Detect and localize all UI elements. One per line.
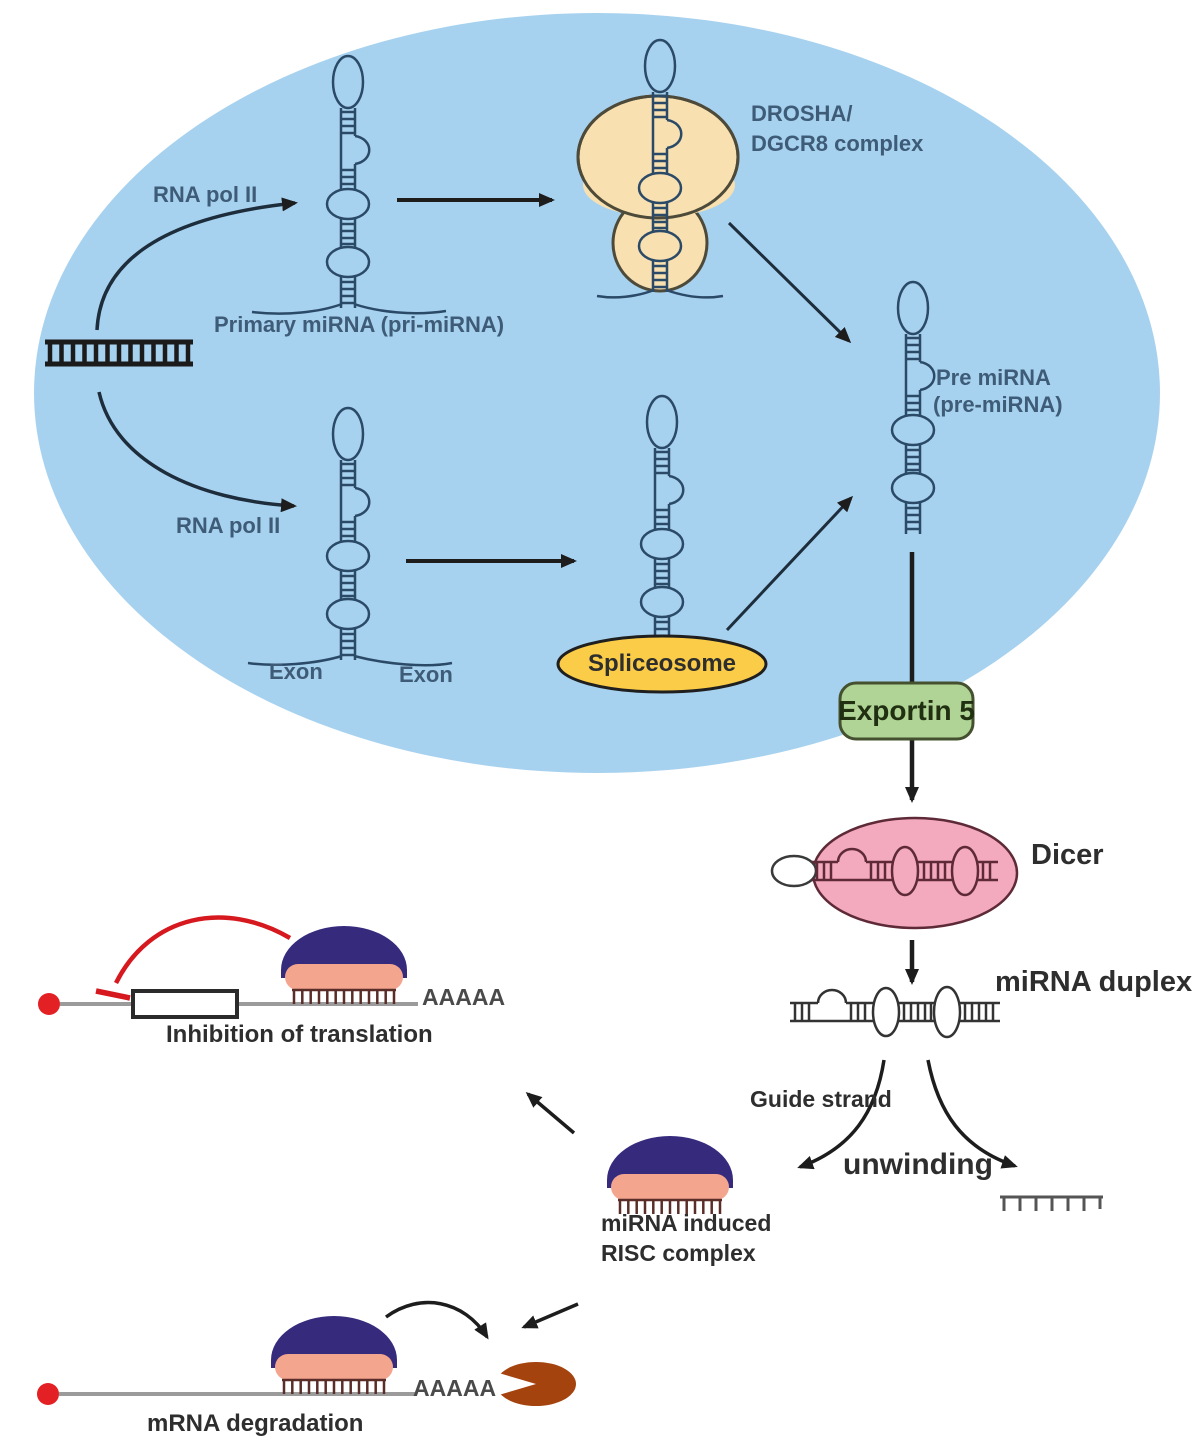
- label-primary-mirna: Primary miRNA (pri-miRNA): [214, 312, 505, 337]
- arrow-unwinding-left: [797, 1059, 886, 1170]
- mrna-cap-degradation: [37, 1383, 59, 1405]
- label-risc-line2: RISC complex: [601, 1240, 756, 1266]
- dna-double-strand: [45, 339, 193, 367]
- pri-mirna-flanking-strands: [251, 302, 447, 315]
- inhibition-of-translation-group: [38, 915, 418, 1019]
- label-unwinding: unwinding: [843, 1148, 993, 1181]
- dicer-complex: [770, 816, 1019, 930]
- arrow-spliceosome-to-premirna: [725, 495, 854, 632]
- label-spliceosome: Spliceosome: [587, 650, 737, 677]
- dicer-duplex-bulge-2: [950, 845, 980, 897]
- label-drosha-line2: DGCR8 complex: [751, 131, 924, 156]
- risc-on-mrna-inhibition: [279, 924, 409, 1006]
- label-rna-pol-ii-top: RNA pol II: [153, 182, 258, 207]
- label-exon-left: Exon: [269, 659, 323, 684]
- risc-on-mrna-degradation: [269, 1314, 399, 1396]
- drosha-body-join: [583, 153, 735, 217]
- mirna-duplex-shape: [790, 985, 1000, 1039]
- dicer-duplex-bulge-1: [890, 845, 920, 897]
- label-pre-mirna-line2: (pre-miRNA): [933, 392, 1063, 417]
- rna-pol-ii-arrow-bottom: [97, 391, 297, 513]
- arrow-risc-to-degradation: [521, 1302, 579, 1329]
- inhibition-red-arrow: [113, 915, 292, 985]
- nucleus: [34, 13, 1160, 773]
- passenger-strand: [1000, 1195, 1103, 1211]
- spliceosome-body: [556, 634, 768, 694]
- rna-pol-ii-arrow-top: [95, 197, 298, 331]
- label-mirna-duplex: miRNA duplex: [995, 966, 1193, 998]
- arrow-drosha-to-premirna: [727, 221, 852, 344]
- arrow-risc-to-inhibition: [525, 1092, 576, 1135]
- arrow-unwinding-right: [926, 1059, 1018, 1169]
- exonuclease-mouth: [492, 1371, 536, 1397]
- label-poly-a-degradation: AAAAA: [413, 1375, 497, 1401]
- label-drosha-line1: DROSHA/: [751, 101, 853, 126]
- exon-flanking-strands: [247, 654, 453, 667]
- label-risc-line1: miRNA induced: [601, 1210, 772, 1236]
- orf-box: [131, 989, 239, 1019]
- mrna-degradation-group: [37, 1300, 576, 1406]
- label-rna-pol-ii-bottom: RNA pol II: [176, 513, 281, 538]
- label-exportin5: Exportin 5: [838, 694, 975, 726]
- label-mrna-degradation: mRNA degradation: [147, 1410, 364, 1437]
- dicer-premirna-loop: [770, 854, 818, 888]
- mrna-cap-inhibition: [38, 993, 60, 1015]
- drosha-hairpin-base-strands: [596, 288, 724, 299]
- label-guide-strand: Guide strand: [750, 1086, 892, 1112]
- label-poly-a-inhibition: AAAAA: [422, 984, 506, 1010]
- label-exon-right: Exon: [399, 662, 453, 687]
- mirna-risc-complex: [605, 1134, 735, 1216]
- drosha-dgcr8-complex: [576, 94, 740, 293]
- label-dicer: Dicer: [1031, 839, 1104, 871]
- dicer-bound-duplex: [812, 847, 998, 882]
- label-pre-mirna-line1: Pre miRNA: [936, 365, 1051, 390]
- arrow-risc-to-exonuclease: [384, 1300, 489, 1340]
- label-inhibition: Inhibition of translation: [166, 1021, 433, 1048]
- inhibition-blunt-end: [95, 988, 131, 1001]
- exportin5-box: [838, 681, 975, 741]
